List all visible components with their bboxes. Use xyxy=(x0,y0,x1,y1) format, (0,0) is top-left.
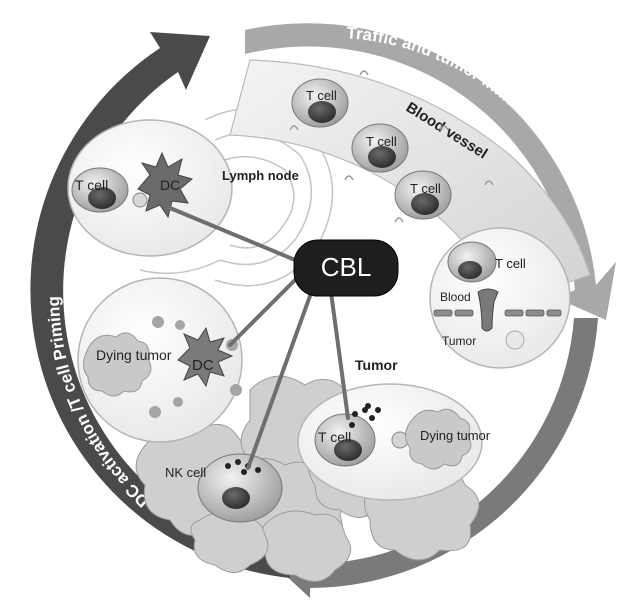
vessel-t-cell-3-label: T cell xyxy=(410,181,441,196)
adhesion-molecules xyxy=(289,70,494,223)
dying-tumor-dc-group: Dying tumor DC xyxy=(77,277,243,443)
connector-to-nk-cell xyxy=(246,280,317,470)
dying-tumor-left-label: Dying tumor xyxy=(96,347,172,363)
cbl-label: CBL xyxy=(321,252,372,282)
connector-to-tumor-t-cell xyxy=(328,283,350,420)
inset-endothelium xyxy=(433,309,562,317)
cytotoxic-granules xyxy=(349,403,381,428)
blood-vessel-group: Blood vessel T cell T cell T cell T cell… xyxy=(229,59,591,369)
tumor-t-cell-label: T cell xyxy=(318,429,351,445)
lymph-node-group: T cell DC Lymph node xyxy=(67,108,334,287)
priming-arc-arrow xyxy=(30,32,291,578)
tumor-kill-group: Tumor T cell Dying tumor xyxy=(297,357,491,501)
inset-transmigrating-cell xyxy=(477,288,499,332)
lymph-t-cell-label: T cell xyxy=(75,177,108,193)
cbl-connectors xyxy=(168,206,350,470)
lymph-dc-cell xyxy=(137,151,194,219)
tumor-t-cell-nucleus xyxy=(334,439,362,461)
vessel-t-cell-1-nucleus xyxy=(308,101,336,123)
dying-tumor-dc-bubble xyxy=(77,277,243,443)
antigen-particles xyxy=(149,316,242,418)
dying-tumor-right-label: Dying tumor xyxy=(420,428,491,443)
dc-center-label: DC xyxy=(192,357,214,374)
inset-blood-label: Blood xyxy=(440,290,471,304)
tumor-title: Tumor xyxy=(355,357,398,373)
connector-to-center-dc xyxy=(228,273,302,347)
vessel-t-cell-3-nucleus xyxy=(411,193,439,215)
dying-tumor-cell-right xyxy=(405,408,472,470)
connector-to-lymph-dc xyxy=(168,206,302,264)
nk-cell-nucleus xyxy=(222,487,250,509)
dc-cell-center xyxy=(177,326,234,388)
lymph-synapse xyxy=(132,192,148,208)
vessel-t-cell-2-label: T cell xyxy=(366,134,397,149)
vessel-t-cell-2-nucleus xyxy=(368,146,396,168)
vessel-t-cell-1-label: T cell xyxy=(306,88,337,103)
traffic-arc-arrow xyxy=(245,23,616,321)
lymph-t-cell-nucleus xyxy=(88,187,116,209)
inset-t-cell-label: T cell xyxy=(495,256,526,271)
inset-tumor-cell xyxy=(505,330,525,350)
inset-t-cell-nucleus xyxy=(458,261,482,279)
cbl-node xyxy=(293,239,399,297)
nk-cell-label: NK cell xyxy=(165,465,206,480)
lymph-dc-label: DC xyxy=(160,177,180,193)
dying-tumor-cell-left xyxy=(83,332,152,397)
lymph-node-title: Lymph node xyxy=(222,168,299,183)
inset-tumor-label: Tumor xyxy=(442,334,476,348)
